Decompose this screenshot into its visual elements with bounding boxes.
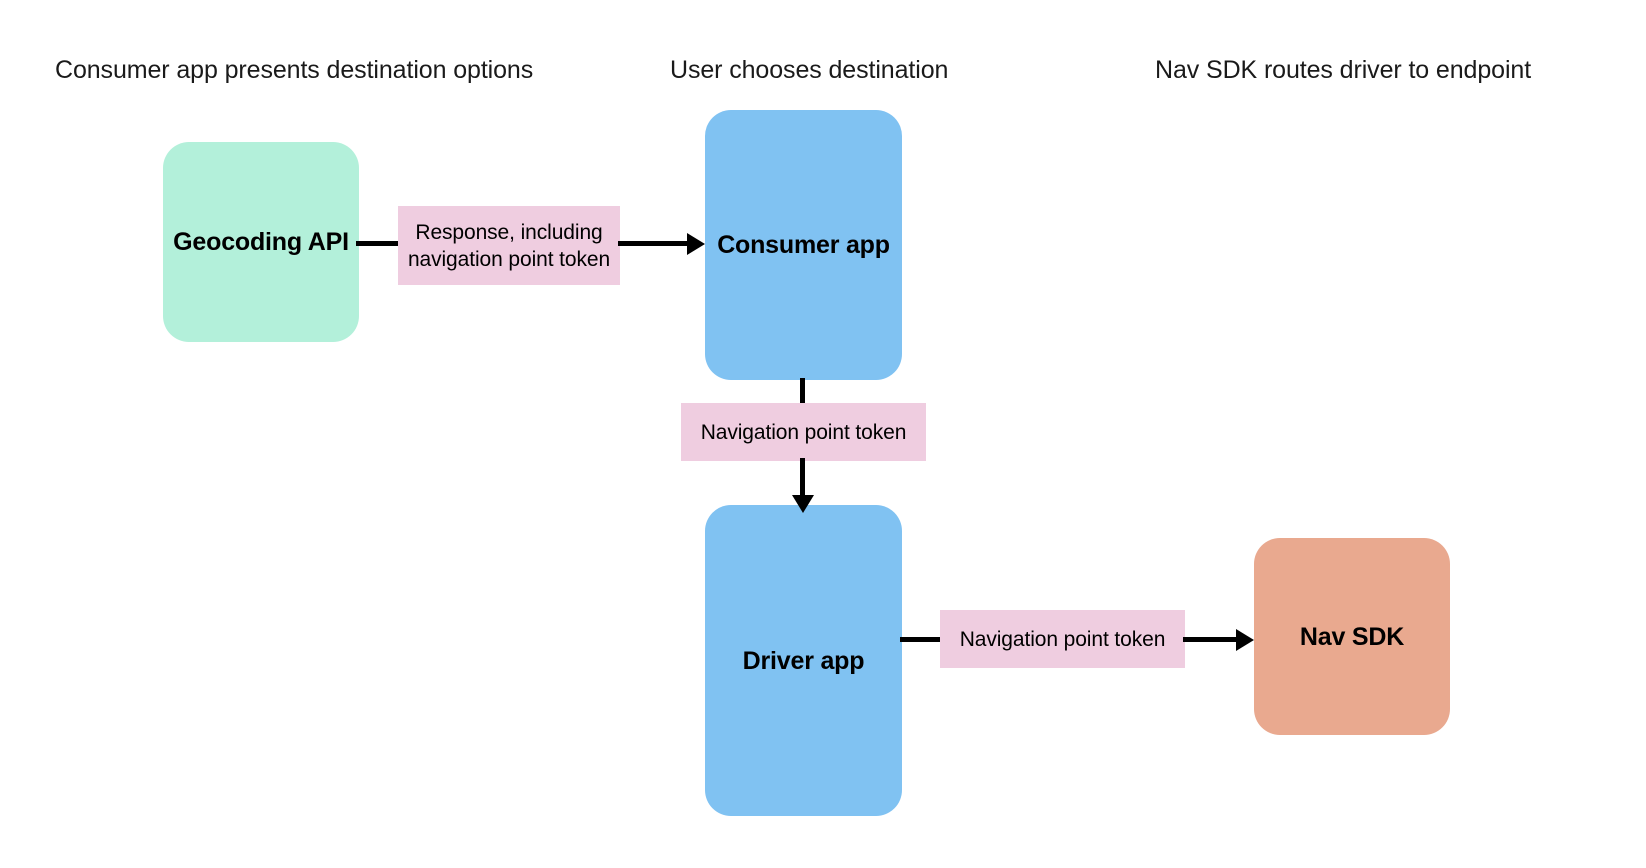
edge-label-navigation-point-token-horizontal-text: Navigation point token [959,627,1166,651]
node-nav-sdk-label: Nav SDK [1299,622,1405,651]
connector-geocoding-to-label [356,241,402,246]
arrowhead-to-consumer-app [687,233,705,255]
node-geocoding-api-label: Geocoding API [173,228,349,256]
edge-label-navigation-point-token-vertical: Navigation point token [681,403,926,461]
node-nav-sdk[interactable]: Nav SDK [1254,538,1450,735]
edge-label-navigation-point-token-vertical-text: Navigation point token [700,420,907,444]
connector-consumer-app-to-label [800,378,805,406]
connector-label-to-nav-sdk [1183,637,1238,642]
edge-label-navigation-point-token-horizontal: Navigation point token [940,610,1185,668]
edge-label-response-text: Response, including navigation point tok… [407,220,611,271]
column-header-consumer: Consumer app presents destination option… [55,56,534,84]
connector-label-to-driver-app [800,458,805,499]
node-consumer-app[interactable]: Consumer app [705,110,902,380]
node-geocoding-api[interactable]: Geocoding API [163,142,359,342]
arrowhead-to-nav-sdk [1236,629,1254,651]
column-header-user: User chooses destination [670,56,949,84]
connector-driver-app-to-label [900,637,944,642]
arrowhead-to-driver-app [792,495,814,513]
column-header-navsdk: Nav SDK routes driver to endpoint [1155,56,1532,84]
node-consumer-app-label: Consumer app [717,231,890,259]
connector-label-to-consumer-app [618,241,688,246]
edge-label-response-navigation-point-token: Response, including navigation point tok… [398,206,620,285]
node-driver-app[interactable]: Driver app [705,505,902,816]
node-driver-app-label: Driver app [742,646,865,675]
